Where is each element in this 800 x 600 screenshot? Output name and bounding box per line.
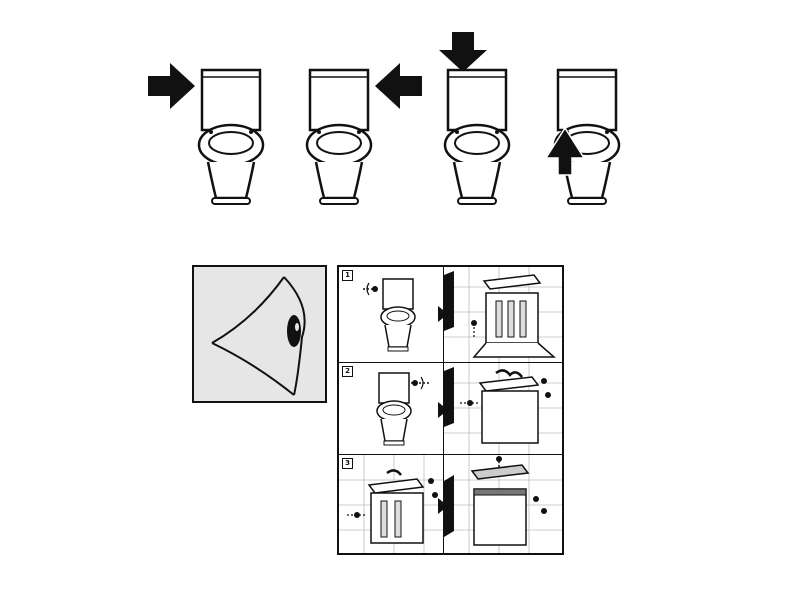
toilet-icon xyxy=(376,372,412,446)
toilet-views-row xyxy=(0,0,800,230)
next-step-arrow-icon xyxy=(438,306,448,322)
cistern-icon xyxy=(470,464,530,546)
eye-icon xyxy=(211,276,306,396)
cistern-icon xyxy=(472,274,556,358)
step-3-lid-panel xyxy=(444,455,562,553)
cistern-icon xyxy=(478,369,540,444)
toilet-view-4 xyxy=(500,30,680,215)
toilet-icon xyxy=(553,68,621,205)
screw-icon xyxy=(363,282,379,296)
arrow-down-icon xyxy=(439,32,487,72)
step-2-toilet-panel: 2 xyxy=(339,363,444,455)
screw-icon xyxy=(471,320,477,337)
toilet-view-2 xyxy=(250,30,430,215)
screw-icon xyxy=(460,378,551,406)
next-step-arrow-icon xyxy=(438,402,448,418)
eye-view-panel xyxy=(192,265,327,403)
toilet-icon xyxy=(380,278,416,352)
arrow-right-icon xyxy=(148,63,195,109)
toilet-icon xyxy=(443,68,511,205)
screw-icon xyxy=(347,478,438,518)
arrow-up-icon xyxy=(544,126,586,176)
step-3-cistern-panel: 3 xyxy=(339,455,444,553)
toilet-icon xyxy=(197,68,265,205)
cistern-icon xyxy=(367,469,425,544)
screw-icon xyxy=(411,376,429,390)
next-step-arrow-icon xyxy=(438,498,448,514)
step-number-badge: 2 xyxy=(342,366,353,377)
toilet-view-1 xyxy=(140,30,320,215)
step-1-cistern-panel xyxy=(444,267,562,363)
toilet-icon xyxy=(305,68,373,205)
step-number-badge: 1 xyxy=(342,270,353,281)
screw-icon xyxy=(496,456,547,514)
arrow-left-icon xyxy=(375,63,422,109)
installation-steps-grid: 1 xyxy=(337,265,564,555)
step-1-toilet-panel: 1 xyxy=(339,267,444,363)
toilet-view-3 xyxy=(390,30,570,215)
step-number-badge: 3 xyxy=(342,458,353,469)
step-2-cistern-panel xyxy=(444,363,562,455)
